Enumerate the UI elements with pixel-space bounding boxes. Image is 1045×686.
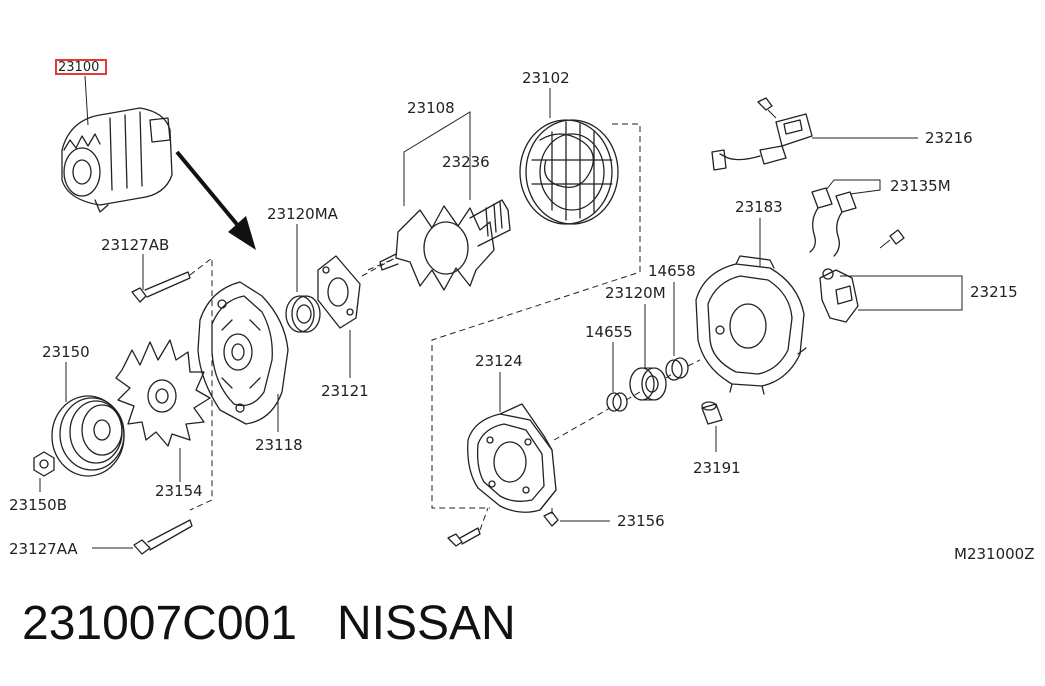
alternator-assembly-drawing: [61, 107, 173, 213]
caption-line: 231007C001 NISSAN: [22, 596, 516, 651]
callout-23124[interactable]: 23124: [475, 352, 523, 370]
callout-23118[interactable]: 23118: [255, 436, 303, 454]
ring-14658: [665, 357, 689, 381]
callout-14658[interactable]: 14658: [648, 262, 696, 280]
screw-23124: [447, 527, 481, 547]
callout-23120MA[interactable]: 23120MA: [267, 205, 339, 223]
callout-23156[interactable]: 23156: [617, 512, 665, 530]
part-number: 231007C001: [22, 597, 297, 650]
callout-14655[interactable]: 14655: [585, 323, 633, 341]
bearing-23120M: [629, 367, 667, 401]
callout-23183[interactable]: 23183: [735, 198, 783, 216]
callout-23150[interactable]: 23150: [42, 343, 90, 361]
brushes-23135M: [809, 187, 857, 257]
callout-23216[interactable]: 23216: [925, 129, 973, 147]
callout-23215[interactable]: 23215: [970, 283, 1018, 301]
bolt-23127AA: [133, 519, 193, 555]
rotor-23108: [379, 199, 511, 291]
callout-23127AB[interactable]: 23127AB: [101, 236, 169, 254]
callout-23100[interactable]: 23100: [58, 60, 99, 75]
callout-23102[interactable]: 23102: [522, 69, 570, 87]
pulley-23150: [51, 395, 125, 477]
callout-23108[interactable]: 23108: [407, 99, 455, 117]
brand-name: NISSAN: [336, 597, 516, 650]
collar-14655: [606, 392, 628, 412]
callout-23154[interactable]: 23154: [155, 482, 203, 500]
direction-arrow: [175, 150, 256, 250]
bolt-23127AB: [131, 271, 191, 303]
stator-23102: [519, 119, 619, 225]
harness-23216: [711, 97, 813, 171]
nut-23150B: [33, 451, 55, 477]
callout-23191[interactable]: 23191: [693, 459, 741, 477]
callout-23135M[interactable]: 23135M: [890, 177, 951, 195]
callout-23121[interactable]: 23121: [321, 382, 369, 400]
callout-23127AA[interactable]: 23127AA: [9, 540, 78, 558]
screw-23156: [543, 508, 559, 527]
callout-23120M[interactable]: 23120M: [605, 284, 666, 302]
retainer-plate-23121: [317, 255, 361, 329]
callout-23150B[interactable]: 23150B: [9, 496, 67, 514]
front-bracket-23118: [197, 281, 289, 425]
rectifier-23124: [467, 403, 557, 513]
bearing-23120MA: [285, 295, 321, 333]
diagram-code: M231000Z: [954, 545, 1034, 563]
callout-23236[interactable]: 23236: [442, 153, 490, 171]
rear-cover-23183: [695, 255, 807, 395]
brush-holder-23215: [819, 268, 859, 323]
sleeve-23191: [701, 401, 723, 425]
screw-brush-holder: [879, 229, 905, 249]
highlight-box: [55, 59, 107, 75]
fan-23154: [115, 339, 211, 447]
